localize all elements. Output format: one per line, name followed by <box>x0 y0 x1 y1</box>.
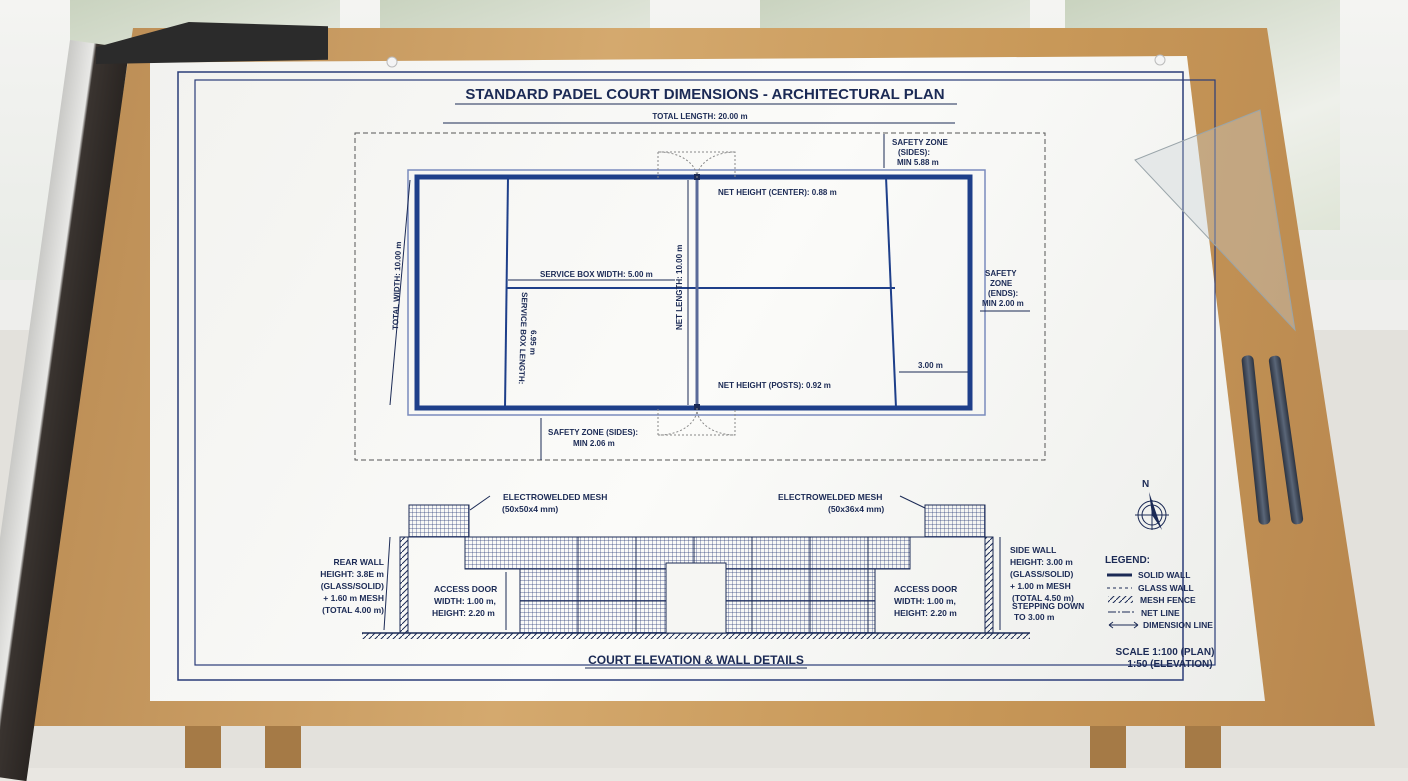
door-right-line: HEIGHT: 2.20 m <box>894 608 957 618</box>
total-width-label: TOTAL WIDTH: 10.00 m <box>391 241 403 330</box>
center-door <box>665 562 727 634</box>
mesh-right-1: ELECTROWELDED MESH <box>778 492 882 502</box>
legend-item: SOLID WALL <box>1138 570 1190 580</box>
net-posts-label: NET HEIGHT (POSTS): 0.92 m <box>718 381 831 390</box>
table-leg <box>265 726 301 768</box>
court-wall <box>414 174 973 411</box>
safety-top-2: (SIDES): <box>898 148 930 157</box>
mesh-panel <box>924 504 986 538</box>
rear-wall-note: REAR WALL HEIGHT: 3.8E m (GLASS/SOLID) +… <box>320 557 384 615</box>
push-pin <box>386 56 398 68</box>
legend-dimension-swatch <box>1108 621 1139 629</box>
back-dim-label: 3.00 m <box>918 361 943 370</box>
net-post <box>694 404 700 410</box>
side-wall-line: TO 3.00 m <box>1014 612 1055 622</box>
legend-item: GLASS WALL <box>1138 583 1194 593</box>
table-leg <box>1090 726 1126 768</box>
safety-top-1: SAFETY ZONE <box>892 138 949 147</box>
service-line-right <box>885 176 897 409</box>
sheet-inner-border <box>194 79 1216 666</box>
plan-title: STANDARD PADEL COURT DIMENSIONS - ARCHIT… <box>465 86 944 103</box>
set-square[interactable] <box>1134 109 1296 332</box>
safety-zone-outline <box>354 132 1046 461</box>
side-wall-line: HEIGHT: 3.00 m <box>1010 557 1073 567</box>
elevation-title: COURT ELEVATION & WALL DETAILS <box>588 653 804 667</box>
rear-wall-section <box>399 536 409 634</box>
safety-right-2: ZONE <box>990 279 1013 288</box>
access-door-top <box>657 151 736 179</box>
door-right-line: ACCESS DOOR <box>894 584 957 594</box>
leader-line <box>469 495 491 511</box>
push-pin <box>1154 54 1166 66</box>
side-wall-line: (GLASS/SOLID) <box>1010 569 1073 579</box>
rear-wall-line: HEIGHT: 3.8E m <box>320 569 384 579</box>
door-left-line: WIDTH: 1.00 m, <box>434 596 496 606</box>
legend-item: MESH FENCE <box>1140 595 1196 605</box>
court-outer-line <box>407 169 986 416</box>
service-box-length-label: SERVICE BOX LENGTH: <box>517 292 529 385</box>
side-wall-note: SIDE WALL HEIGHT: 3.00 m (GLASS/SOLID) +… <box>1010 545 1084 622</box>
legend-item: NET LINE <box>1141 608 1180 618</box>
wall-outline <box>408 536 985 633</box>
service-box-length-value: 6.95 m <box>528 330 538 355</box>
mesh-left-2: (50x50x4 mm) <box>502 504 558 514</box>
safety-bottom-1: SAFETY ZONE (SIDES): <box>548 428 638 437</box>
safety-right-1: SAFETY <box>985 269 1017 278</box>
safety-right-3: (ENDS): <box>988 289 1018 298</box>
legend: LEGEND: SOLID WALL GLASS WALL MESH FENCE… <box>1105 555 1213 630</box>
side-wall-line: (TOTAL 4.50 m) <box>1012 593 1074 603</box>
table-leg <box>185 726 221 768</box>
door-left-line: ACCESS DOOR <box>434 584 497 594</box>
scale-elevation: 1:50 (ELEVATION) <box>1127 659 1212 670</box>
table-leg <box>1185 726 1221 768</box>
access-door-bottom <box>657 407 736 436</box>
leader-line <box>899 495 926 509</box>
net-length-label: NET LENGTH: 10.00 m <box>675 245 684 330</box>
service-line-left <box>504 176 509 409</box>
door-right-line: WIDTH: 1.00 m, <box>894 596 956 606</box>
net-center-label: NET HEIGHT (CENTER): 0.88 m <box>718 188 837 197</box>
mesh-panel <box>408 504 470 538</box>
rear-wall-line: + 1.60 m MESH <box>323 593 384 603</box>
total-length-label: TOTAL LENGTH: 20.00 m <box>652 112 747 121</box>
mesh-left-1: ELECTROWELDED MESH <box>503 492 607 502</box>
scale-plan: SCALE 1:100 (PLAN) <box>1116 647 1215 658</box>
service-box-width-label: SERVICE BOX WIDTH: 5.00 m <box>540 270 653 279</box>
mesh-right-2: (50x36x4 mm) <box>828 504 884 514</box>
rear-wall-line: (TOTAL 4.00 m) <box>322 605 384 615</box>
safety-right-4: MIN 2.00 m <box>982 299 1024 308</box>
rear-wall-line: (GLASS/SOLID) <box>321 581 384 591</box>
legend-item: DIMENSION LINE <box>1143 620 1213 630</box>
safety-bottom-2: MIN 2.06 m <box>573 439 615 448</box>
side-wall-line: SIDE WALL <box>1010 545 1056 555</box>
side-wall-line: + 1.00 m MESH <box>1010 581 1071 591</box>
dimension-line <box>389 179 411 406</box>
sheet-border <box>177 71 1184 681</box>
side-wall-line: STEPPING DOWN <box>1012 601 1084 611</box>
north-arrow-icon: N <box>1135 479 1169 530</box>
door-left-note: ACCESS DOOR WIDTH: 1.00 m, HEIGHT: 2.20 … <box>432 584 497 618</box>
legend-title: LEGEND: <box>1105 555 1150 566</box>
door-right-note: ACCESS DOOR WIDTH: 1.00 m, HEIGHT: 2.20 … <box>894 584 957 618</box>
legend-mesh-swatch <box>1108 596 1133 603</box>
door-left-line: HEIGHT: 2.20 m <box>432 608 495 618</box>
safety-top-3: MIN 5.88 m <box>897 158 939 167</box>
compass-north-label: N <box>1142 479 1149 490</box>
ground-hatch <box>362 633 1030 639</box>
dimension-line <box>383 536 391 631</box>
rear-wall-line: REAR WALL <box>333 557 384 567</box>
side-wall-section <box>984 536 994 634</box>
